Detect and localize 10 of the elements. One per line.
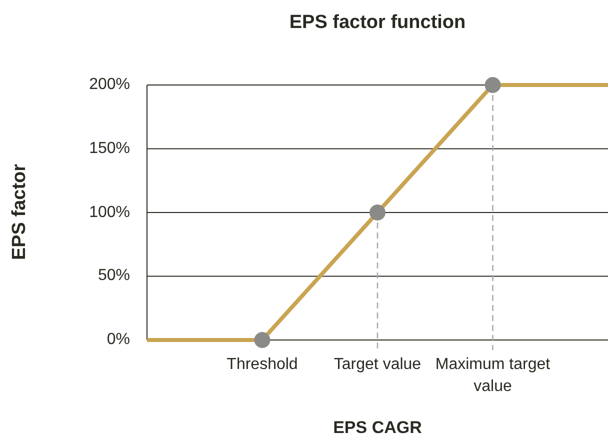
y-axis-title: EPS factor (9, 164, 31, 260)
y-tick-label: 0% (106, 331, 130, 349)
y-tick-label: 150% (89, 140, 130, 158)
x-tick-label: Maximum target value (434, 355, 552, 398)
y-tick-label: 100% (89, 204, 130, 222)
y-tick-label: 50% (98, 267, 130, 286)
y-tick-label: 200% (89, 76, 130, 94)
x-axis-title: EPS CAGR (332, 418, 423, 438)
x-tick-label: Threshold (226, 355, 299, 375)
chart-title: EPS factor function (288, 12, 467, 34)
